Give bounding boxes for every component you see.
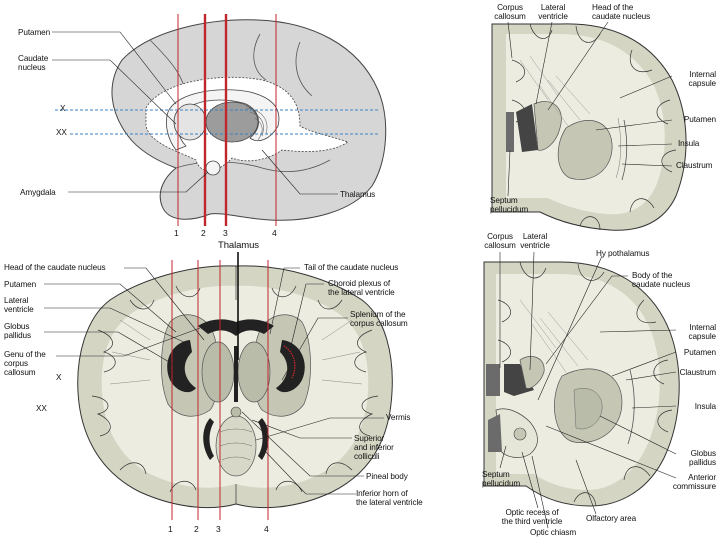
- label-h-x: X: [56, 373, 61, 382]
- vermis: [216, 416, 256, 476]
- lateral-line-1: 1: [174, 228, 179, 238]
- label-cb-claustrum: Claustrum: [660, 368, 716, 377]
- thalamus-shape: [206, 102, 258, 142]
- label-h-tail-caudate: Tail of the caudate nucleus: [304, 263, 398, 272]
- label-cb-anterior-commissure: Anterior commissure: [650, 473, 716, 491]
- label-h-choroid: Choroid plexus of the lateral ventricle: [328, 279, 395, 297]
- label-lateral-xx: XX: [56, 128, 67, 137]
- label-lateral-thalamus: Thalamus: [340, 190, 375, 199]
- label-lateral-amygdala: Amygdala: [20, 188, 56, 197]
- label-h-vermis: Vermis: [386, 413, 410, 422]
- label-lateral-caudate: Caudate nucleus: [18, 54, 48, 72]
- right-thalamus: [238, 342, 270, 402]
- lateral-line-2: 2: [201, 228, 206, 238]
- label-cb-putamen: Putamen: [660, 348, 716, 357]
- label-cb-hypothalamus: Hy pothalamus: [596, 249, 649, 258]
- label-cb-olfactory: Olfactory area: [586, 514, 636, 523]
- horizontal-line-3: 3: [216, 524, 221, 534]
- label-h-putamen: Putamen: [4, 280, 36, 289]
- label-cb-body-caudate: Body of the caudate nucleus: [632, 271, 690, 289]
- label-cb-corpus-callosum: Corpus callosum: [480, 232, 520, 250]
- lateral-line-4: 4: [272, 228, 277, 238]
- label-cb-optic-chiasm: Optic chiasm: [530, 528, 576, 537]
- label-ct-internal-capsule: Internal capsule: [660, 70, 716, 88]
- label-h-lateral-ventricle: Lateral ventricle: [4, 296, 34, 314]
- amygdala-shape: [206, 161, 220, 175]
- label-h-colliculi: Superior and inferior colliculi: [354, 434, 394, 461]
- lateral-line-3: 3: [223, 228, 228, 238]
- horizontal-line-1: 1: [168, 524, 173, 534]
- label-ct-septum: Septum pellucidum: [490, 196, 528, 214]
- label-ct-insula: Insula: [678, 139, 699, 148]
- label-cb-insula: Insula: [660, 402, 716, 411]
- label-cb-globus-pallidus: Globus pallidus: [660, 449, 716, 467]
- label-h-genu: Genu of the corpus callosum: [4, 350, 46, 377]
- label-ct-corpus-callosum: Corpus callosum: [492, 3, 528, 21]
- horizontal-line-2: 2: [194, 524, 199, 534]
- label-lateral-putamen: Putamen: [18, 28, 50, 37]
- label-h-xx: XX: [36, 404, 47, 413]
- label-h-pineal: Pineal body: [366, 472, 408, 481]
- label-cb-lateral-ventricle: Lateral ventricle: [518, 232, 552, 250]
- label-horizontal-thalamus: Thalamus: [218, 241, 259, 250]
- label-ct-lateral-ventricle: Lateral ventricle: [536, 3, 570, 21]
- horizontal-line-4: 4: [264, 524, 269, 534]
- label-h-splenium: Splenium of the corpus callosum: [350, 310, 408, 328]
- label-lateral-x: X: [60, 104, 65, 113]
- label-h-globus-pallidus: Globus pallidus: [4, 322, 31, 340]
- label-h-inferior-horn: Inferior horn of the lateral ventricle: [356, 489, 423, 507]
- label-ct-head-caudate: Head of the caudate nucleus: [592, 3, 650, 21]
- label-ct-putamen: Putamen: [660, 115, 716, 124]
- label-cb-septum: Septum pellucidum: [482, 470, 520, 488]
- label-cb-internal-capsule: Internal capsule: [660, 323, 716, 341]
- label-h-head-caudate: Head of the caudate nucleus: [4, 263, 106, 272]
- putamen-shape: [174, 104, 206, 140]
- label-cb-optic-recess: Optic recess of the third ventricle: [494, 508, 570, 526]
- left-thalamus: [202, 342, 234, 402]
- pineal-body: [231, 407, 241, 417]
- label-ct-claustrum: Claustrum: [676, 161, 712, 170]
- lateral-view-panel: [52, 14, 386, 226]
